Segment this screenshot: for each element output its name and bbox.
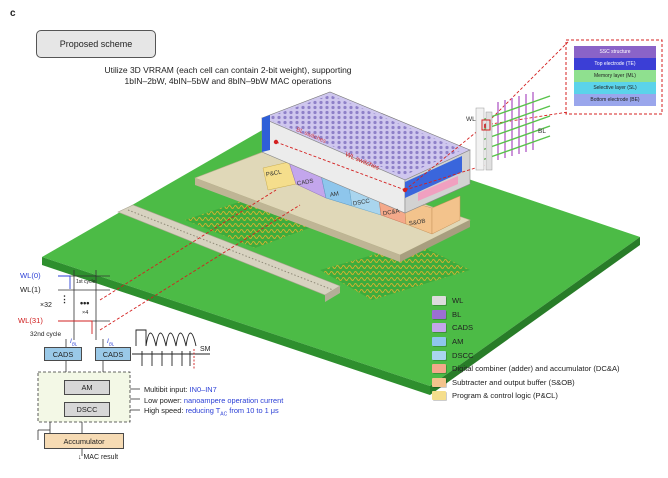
pcb-board-side-right — [430, 237, 640, 395]
legend-swatch — [432, 309, 446, 319]
mac-result-label: ↓ MAC result — [78, 454, 119, 461]
highspeed-note: High speed: reducing TAC from 10 to 1 μs — [144, 406, 279, 418]
legend-swatch — [432, 391, 446, 401]
stack-layer-ssc: SSC structure — [574, 46, 656, 58]
second-cycle-label: 32nd cycle — [30, 331, 62, 338]
legend-item: Program & control logic (P&CL) — [432, 389, 620, 403]
lowpower-note: Low power: nanoampere operation current — [144, 396, 284, 405]
ellipsis-horizontal: ••• — [80, 298, 90, 308]
stack-layer-be: Bottom electrode (BE) — [574, 94, 656, 106]
wl0-label: WL(0) — [20, 271, 41, 280]
wl31-label: WL(31) — [18, 316, 43, 325]
pillar-bl-label: BL — [538, 128, 546, 135]
pillar-array — [475, 92, 551, 171]
accumulator-box: Accumulator — [44, 433, 124, 449]
x4-label: ×4 — [82, 310, 89, 316]
stack-layer-te: Top electrode (TE) — [574, 58, 656, 70]
legend-item: Subtracter and output buffer (S&OB) — [432, 376, 620, 390]
legend-swatch — [432, 377, 446, 387]
ibl-left-label: IBL — [70, 338, 78, 347]
stack-inset: SSC structure Top electrode (TE) Memory … — [574, 46, 656, 106]
pillar-wl-label: WL — [466, 116, 476, 123]
legend: WL BL CADS AM DSCC Digital combiner (add… — [432, 294, 620, 403]
legend-item: Digital combiner (adder) and accumulator… — [432, 362, 620, 376]
cads-left-box: CADS — [44, 347, 82, 361]
circuit-lines — [37, 270, 110, 456]
wl1-label: WL(1) — [20, 285, 41, 294]
ibl-right-label: IBL — [107, 338, 115, 347]
panel-letter: c — [10, 8, 16, 19]
am-box: AM — [64, 380, 110, 395]
legend-swatch — [432, 296, 446, 306]
legend-item: AM — [432, 335, 620, 349]
legend-item: WL — [432, 294, 620, 308]
sm-label: SM — [200, 346, 211, 353]
legend-item: DSCC — [432, 348, 620, 362]
legend-item: CADS — [432, 321, 620, 335]
legend-item: BL — [432, 308, 620, 322]
stack-layer-sl: Selective layer (SL) — [574, 82, 656, 94]
proposed-scheme-box: Proposed scheme — [36, 30, 156, 58]
dscc-box: DSCC — [64, 402, 110, 417]
proposed-scheme-label: Proposed scheme — [59, 39, 133, 49]
legend-swatch — [432, 364, 446, 374]
pcb-board-side-left — [42, 257, 430, 395]
ellipsis-vertical: ⋮ — [60, 294, 69, 304]
zoom-lines — [99, 41, 569, 331]
scheme-description: Utilize 3D VRRAM (each cell can contain … — [104, 65, 352, 86]
pcb-board-top — [42, 117, 640, 386]
gold-traces-right — [320, 243, 470, 300]
legend-swatch — [432, 337, 446, 347]
array-dots — [266, 95, 462, 176]
x32-label: ×32 — [40, 302, 52, 309]
legend-swatch — [432, 323, 446, 333]
bl-bar-left — [262, 115, 270, 152]
waveform — [132, 329, 210, 366]
stack-layer-ml: Memory layer (ML) — [574, 70, 656, 82]
cads-right-box: CADS — [95, 347, 131, 361]
first-cycle-label: 1st cycle — [76, 279, 96, 285]
multibit-note: Multibit input: IN0–IN7 — [144, 385, 217, 394]
legend-swatch — [432, 350, 446, 360]
bl-bar-front — [405, 156, 462, 198]
stack-inset-frame — [565, 39, 663, 115]
